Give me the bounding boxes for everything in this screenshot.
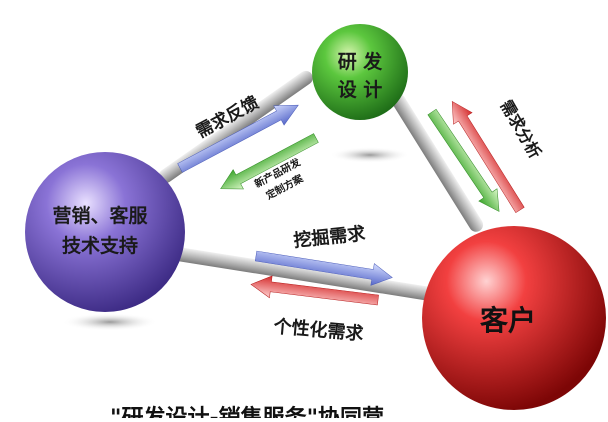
customer-node <box>422 226 606 410</box>
rd-label-line1: 研 发 <box>338 50 384 73</box>
personalized-label: 个性化需求 <box>272 315 366 345</box>
marketing-node <box>25 152 185 312</box>
rd-shadow <box>330 147 410 163</box>
demand-analysis-label: 需求分析 <box>497 97 545 162</box>
arrow-demand-analysis <box>451 101 525 213</box>
rd-label-line2: 设 计 <box>338 79 383 101</box>
bar-marketing-customer <box>164 246 437 301</box>
marketing-label-line2: 技术支持 <box>62 234 138 257</box>
bar-rd-customer <box>391 93 484 232</box>
rd-node <box>312 24 408 120</box>
marketing-shadow <box>62 313 158 331</box>
arrow-rd-to-customer <box>427 108 500 212</box>
customer-label: 客户 <box>480 304 536 337</box>
arrow-dig-demand <box>254 250 393 286</box>
dig-demand-label: 挖掘需求 <box>292 222 367 252</box>
marketing-label-line1: 营销、客服 <box>52 204 148 227</box>
arrow-new-product <box>220 133 319 190</box>
arrow-demand-feedback <box>177 104 299 173</box>
arrow-personalized <box>250 275 379 306</box>
